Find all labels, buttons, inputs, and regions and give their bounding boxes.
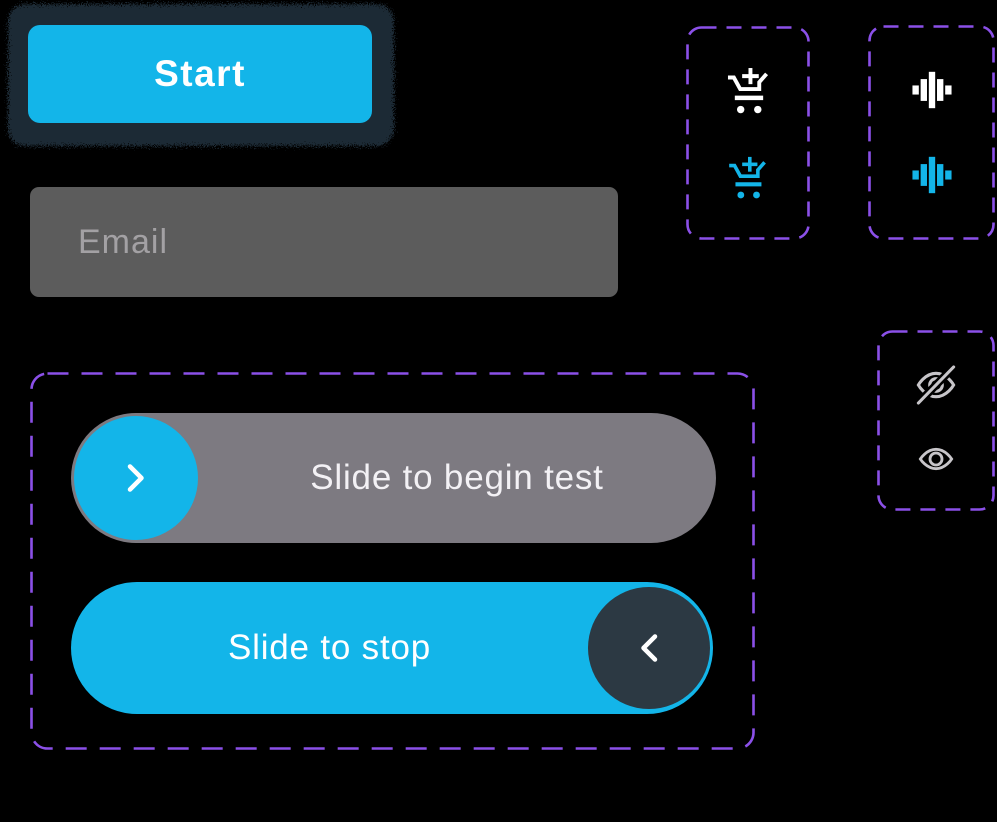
- cart-plus-glyph: [729, 156, 766, 199]
- voice-wave-glyph: [911, 156, 952, 194]
- start-button-group: Start: [0, 0, 410, 160]
- start-button[interactable]: Start: [28, 25, 372, 123]
- eye-off-glyph: [915, 363, 957, 406]
- sliders-panel: Slide to begin test Slide to stop: [30, 372, 755, 750]
- voice-wave-icon[interactable]: [911, 70, 952, 110]
- add-to-cart-icon[interactable]: [728, 156, 768, 199]
- cart-icons-column: [686, 26, 810, 240]
- slider-label: Slide to begin test: [310, 458, 604, 497]
- eye-glyph: [918, 448, 954, 471]
- email-input[interactable]: [30, 187, 618, 297]
- voice-wave-icon[interactable]: [911, 155, 952, 195]
- add-to-cart-icon[interactable]: [727, 67, 770, 114]
- slider-label: Slide to stop: [227, 628, 432, 667]
- cart-plus-glyph: [727, 68, 768, 114]
- audio-icons-panel: [868, 25, 995, 240]
- slide-to-begin-slider: Slide to begin test: [71, 413, 716, 543]
- slide-to-stop-slider: Slide to stop: [71, 582, 713, 714]
- cart-icons-panel: [686, 26, 810, 240]
- audio-icons-column: [868, 25, 995, 240]
- slider-handle-stop[interactable]: [588, 587, 710, 709]
- eye-off-icon[interactable]: [913, 362, 959, 408]
- chevron-left-icon: [641, 634, 658, 662]
- visibility-icons-column: [877, 330, 995, 511]
- voice-wave-glyph: [911, 71, 952, 109]
- chevron-right-icon: [127, 464, 144, 492]
- visibility-icons-panel: [877, 330, 995, 511]
- eye-icon[interactable]: [914, 439, 958, 479]
- slider-handle-begin[interactable]: [74, 416, 198, 540]
